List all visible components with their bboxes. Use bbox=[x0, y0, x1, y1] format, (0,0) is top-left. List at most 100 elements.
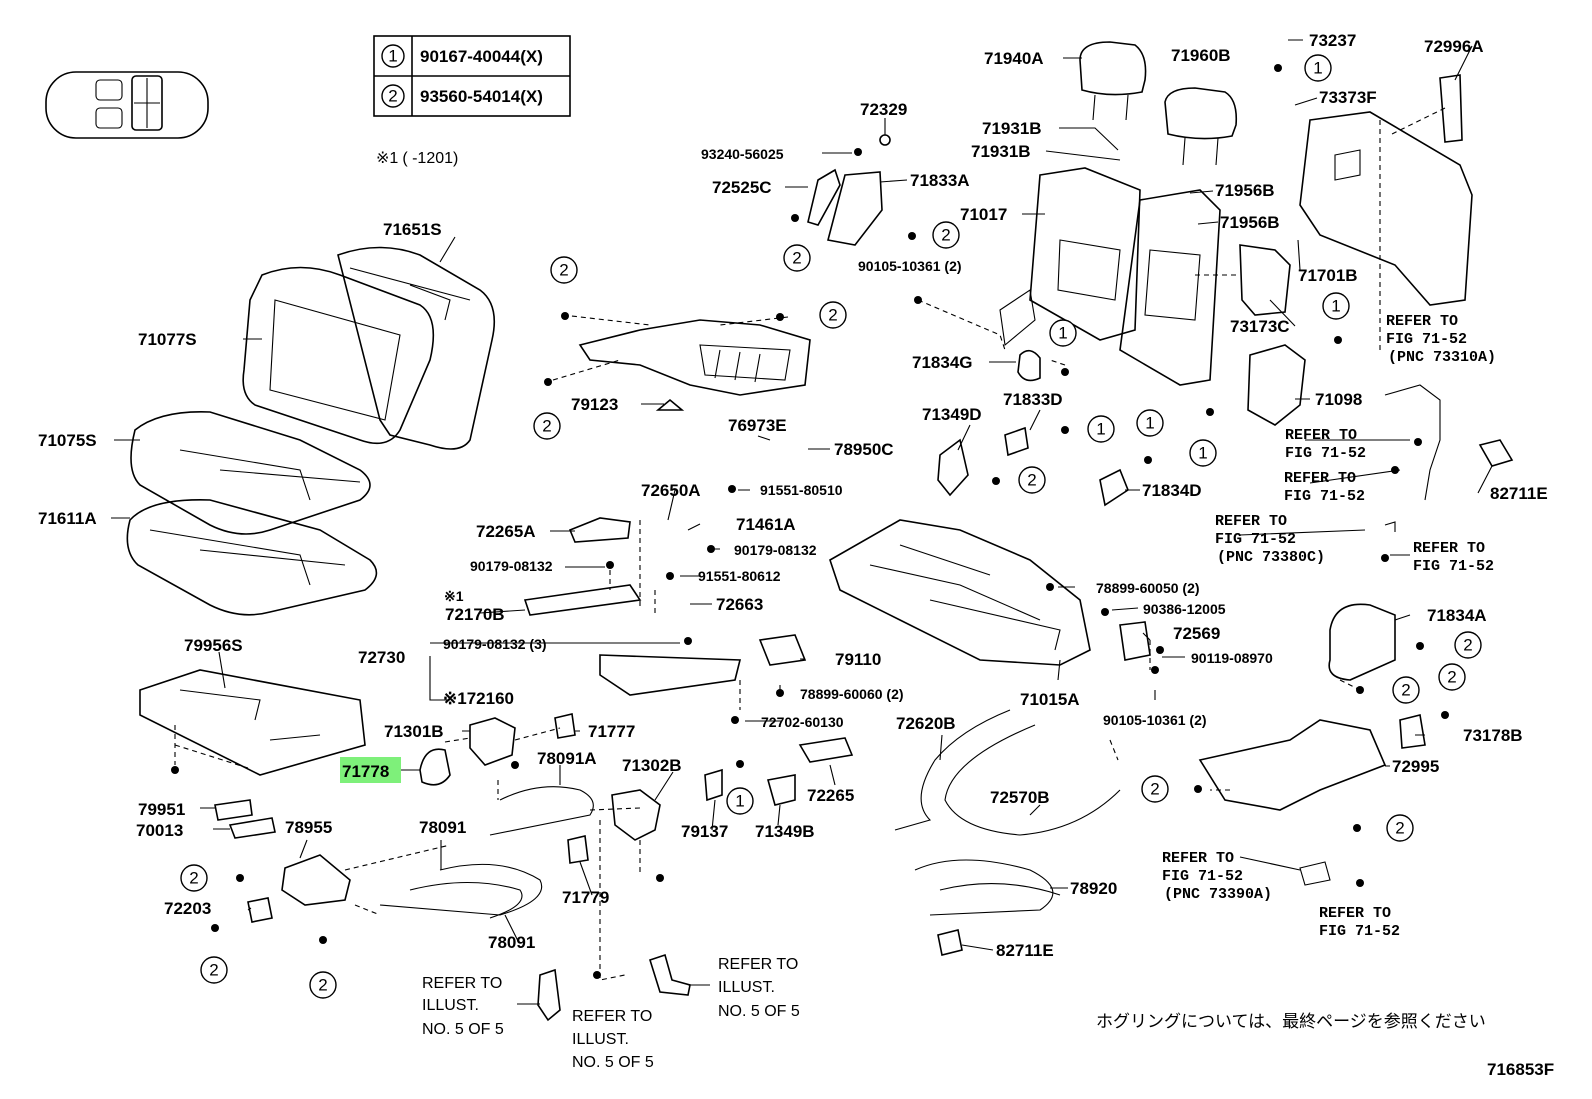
label-71015A: 71015A bbox=[1020, 690, 1080, 709]
refer-note-73390A-line1: REFER TO bbox=[1162, 850, 1234, 867]
label-79951: 79951 bbox=[138, 800, 185, 819]
leader-lines bbox=[111, 39, 1493, 1005]
label-71301B: 71301B bbox=[384, 722, 444, 741]
label-71956B-a: 71956B bbox=[1215, 181, 1275, 200]
callout-2: 2 bbox=[1447, 668, 1456, 687]
callout-2: 2 bbox=[209, 961, 218, 980]
fasteners bbox=[171, 64, 1449, 979]
label-71777: 71777 bbox=[588, 722, 635, 741]
seatback-frame-illustration bbox=[807, 41, 1473, 426]
refer-note-73380C-line1: REFER TO bbox=[1215, 513, 1287, 530]
label-72650A: 72650A bbox=[641, 481, 701, 500]
callout-2: 2 bbox=[1401, 681, 1410, 700]
callout-2: 2 bbox=[318, 976, 327, 995]
legend-number-2: 2 bbox=[388, 87, 397, 106]
label-72569: 72569 bbox=[1173, 624, 1220, 643]
label-71701B: 71701B bbox=[1298, 266, 1358, 285]
refer-note-73310A-line3: (PNC 73310A) bbox=[1388, 349, 1496, 366]
label-90386-12005: 90386-12005 bbox=[1143, 601, 1226, 617]
callout-2: 2 bbox=[792, 249, 801, 268]
label-72203: 72203 bbox=[164, 899, 211, 918]
label-72995: 72995 bbox=[1392, 757, 1439, 776]
legend-table: 1 2 90167-40044(X) 93560-54014(X) bbox=[373, 35, 571, 117]
label-72329: 72329 bbox=[860, 100, 907, 119]
label-72996A: 72996A bbox=[1424, 37, 1484, 56]
legend-part-1: 90167-40044(X) bbox=[420, 47, 543, 66]
label-73373F: 73373F bbox=[1319, 88, 1377, 107]
label-79123: 79123 bbox=[571, 395, 618, 414]
label-71017: 71017 bbox=[960, 205, 1007, 224]
label-78091-b: 78091 bbox=[488, 933, 535, 952]
label-71302B: 71302B bbox=[622, 756, 682, 775]
callout-1: 1 bbox=[1058, 324, 1067, 343]
callout-1: 1 bbox=[1313, 59, 1322, 78]
label-82711E-a: 82711E bbox=[1490, 484, 1548, 503]
label-70013: 70013 bbox=[136, 821, 183, 840]
label-71834A: 71834A bbox=[1427, 606, 1487, 625]
callout-2: 2 bbox=[1395, 819, 1404, 838]
label-71834D: 71834D bbox=[1142, 481, 1202, 500]
label-72570B: 72570B bbox=[990, 788, 1050, 807]
label-71461A: 71461A bbox=[736, 515, 796, 534]
referenced-brackets bbox=[537, 953, 691, 1022]
label-71098: 71098 bbox=[1315, 390, 1362, 409]
refer-note-73310A-line1: REFER TO bbox=[1386, 313, 1458, 330]
label-71956B-b: 71956B bbox=[1220, 213, 1280, 232]
seat-frame-and-tracks bbox=[214, 319, 1514, 956]
label-79956S: 79956S bbox=[184, 636, 243, 655]
label-79137: 79137 bbox=[681, 822, 728, 841]
illust-note-b-line1: REFER TO bbox=[572, 1008, 652, 1025]
illust-note-b-line3: NO. 5 OF 5 bbox=[572, 1054, 654, 1071]
illust-note-a-line2: ILLUST. bbox=[422, 997, 479, 1014]
label-71077S: 71077S bbox=[138, 330, 197, 349]
label-71834G: 71834G bbox=[912, 353, 973, 372]
refer-note-73390A-line3: (PNC 73390A) bbox=[1164, 886, 1272, 903]
label-73237: 73237 bbox=[1309, 31, 1356, 50]
refer-note-d-line1: REFER TO bbox=[1319, 905, 1391, 922]
callout-1: 1 bbox=[1331, 297, 1340, 316]
footnote: ※1( -1201) bbox=[376, 150, 458, 167]
hog-ring-note: ホグリングについては、最終ページを参照ください bbox=[1096, 1012, 1486, 1032]
label-71833D: 71833D bbox=[1003, 390, 1063, 409]
label-71349B: 71349B bbox=[755, 822, 815, 841]
callout-1: 1 bbox=[1145, 414, 1154, 433]
label-72265A: 72265A bbox=[476, 522, 536, 541]
label-71778[interactable]: 71778 bbox=[342, 762, 389, 781]
callout-2: 2 bbox=[1150, 780, 1159, 799]
label-72170B: 72170B bbox=[445, 605, 505, 624]
refer-note-73380C-line2: FIG 71-52 bbox=[1215, 531, 1296, 548]
refer-note-a-line2: FIG 71-52 bbox=[1285, 445, 1366, 462]
callout-1: 1 bbox=[1198, 444, 1207, 463]
label-72170B-mark: ※1 bbox=[444, 588, 464, 604]
label-71075S: 71075S bbox=[38, 431, 97, 450]
callout-2: 2 bbox=[1027, 471, 1036, 490]
figure-id: 716853F bbox=[1487, 1060, 1554, 1079]
label-91551-80612: 91551-80612 bbox=[698, 568, 781, 584]
refer-note-b-line1: REFER TO bbox=[1284, 470, 1356, 487]
label-71833A: 71833A bbox=[910, 171, 970, 190]
illust-note-a-line3: NO. 5 OF 5 bbox=[422, 1021, 504, 1038]
refer-note-73380C-line3: (PNC 73380C) bbox=[1217, 549, 1325, 566]
label-71611A: 71611A bbox=[38, 509, 97, 528]
label-90179-08132-c: 90179-08132 (3) bbox=[443, 636, 547, 652]
label-90105-10361-a: 90105-10361 (2) bbox=[858, 258, 962, 274]
label-71931B-a: 71931B bbox=[982, 119, 1042, 138]
refer-note-c-line2: FIG 71-52 bbox=[1413, 558, 1494, 575]
label-72525C: 72525C bbox=[712, 178, 772, 197]
refer-note-b-line2: FIG 71-52 bbox=[1284, 488, 1365, 505]
vehicle-seat-position-icon bbox=[45, 71, 209, 139]
label-78899-60050: 78899-60050 (2) bbox=[1096, 580, 1200, 596]
label-71651S: 71651S bbox=[383, 220, 442, 239]
label-72160: ※172160 bbox=[443, 689, 514, 708]
label-78091-a: 78091 bbox=[419, 818, 466, 837]
label-72730: 72730 bbox=[358, 648, 405, 667]
callout-2: 2 bbox=[1463, 636, 1472, 655]
label-91551-80510: 91551-80510 bbox=[760, 482, 843, 498]
label-79110: 79110 bbox=[835, 650, 881, 669]
refer-note-a-line1: REFER TO bbox=[1285, 427, 1357, 444]
release-cables bbox=[379, 709, 1121, 919]
label-72620B: 72620B bbox=[896, 714, 956, 733]
label-78091A: 78091A bbox=[537, 749, 597, 768]
highlight-71778 bbox=[340, 757, 401, 783]
refer-note-d-line2: FIG 71-52 bbox=[1319, 923, 1400, 940]
